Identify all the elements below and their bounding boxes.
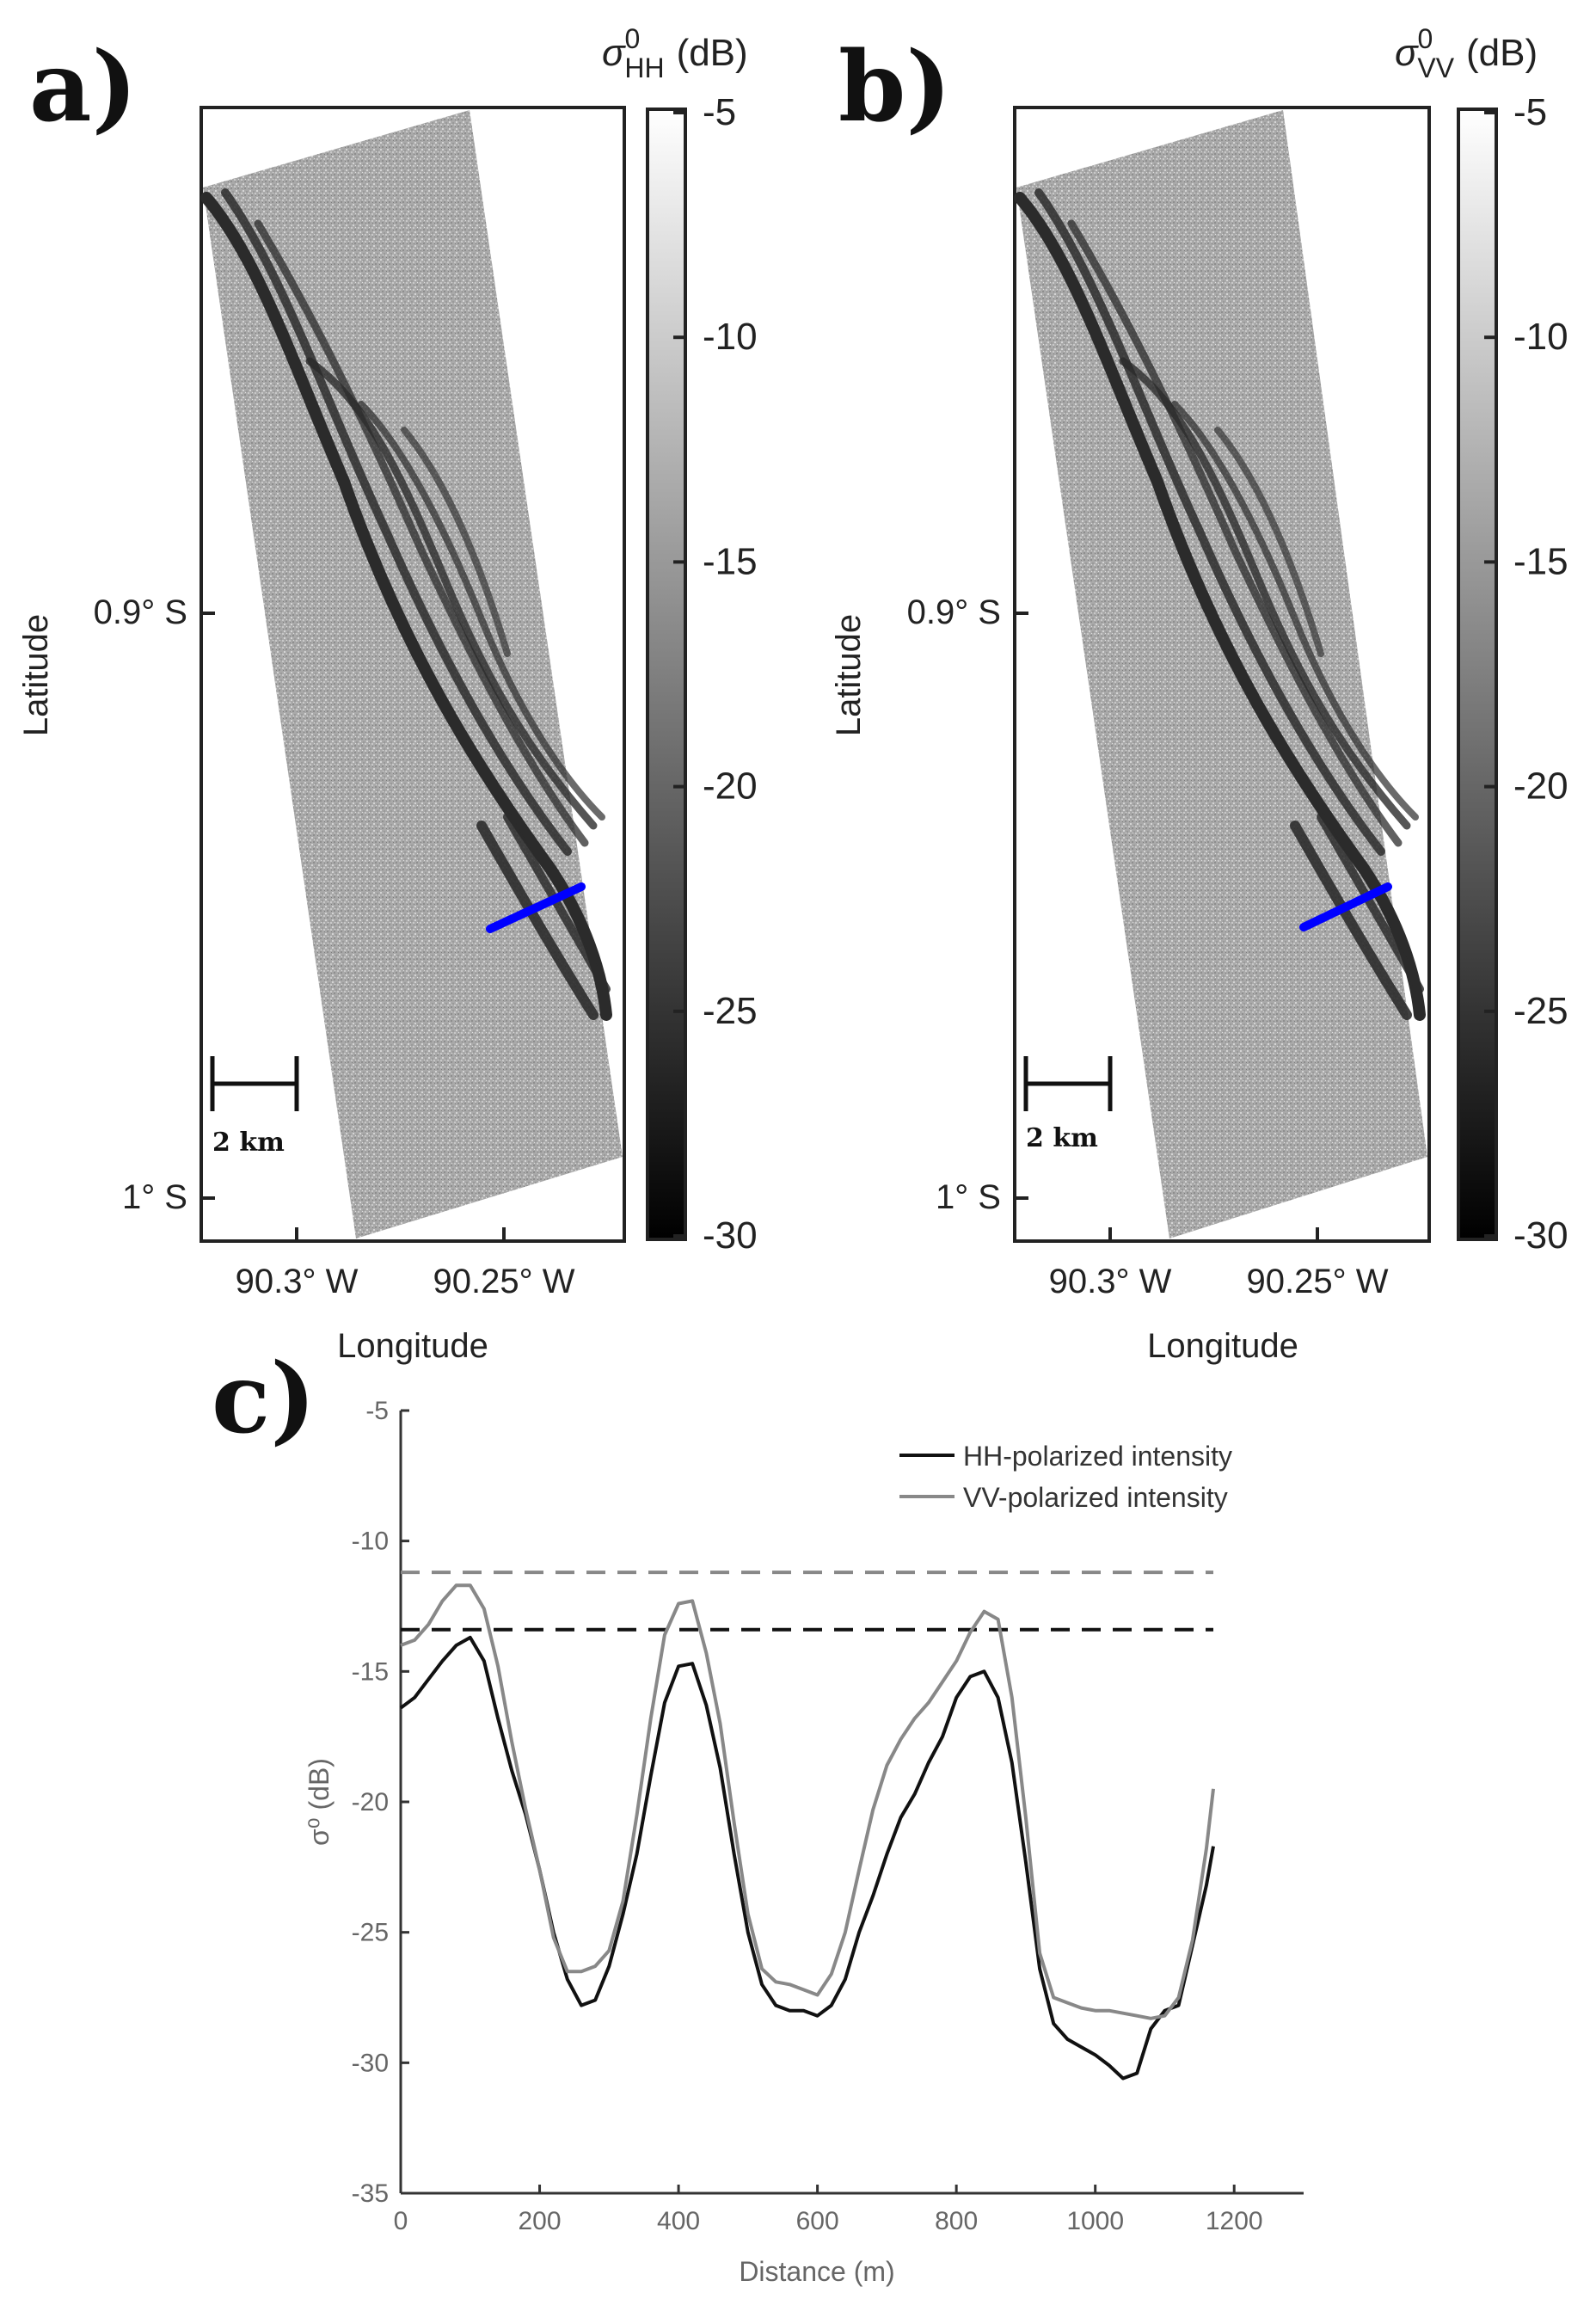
panel-b-xtick-0: 90.3° W xyxy=(1049,1263,1172,1300)
chart-series-line-vv xyxy=(400,1583,1215,2020)
panel-c-label: c) xyxy=(212,1343,316,1455)
chart-ytick-label-3: -20 xyxy=(352,1788,389,1816)
chart-series-line-hh xyxy=(399,1635,1215,2081)
chart-ticks: 0 200 400 600 800 1000 1200 -5 -10 -15 -20 -25 -30 -3… xyxy=(352,1397,1263,2235)
chart-xtick-label-2: 400 xyxy=(657,2207,700,2235)
legend-label-hh: HH-polarized intensity xyxy=(963,1441,1232,1472)
chart-xtick-label-3: 600 xyxy=(796,2207,839,2235)
panel-a-ylabel: Latitude xyxy=(17,614,55,736)
chart-ytick-label-0: -5 xyxy=(365,1397,389,1425)
chart-xtick-label-0: 0 xyxy=(394,2207,408,2235)
panel-b-xlabel: Longitude xyxy=(1147,1327,1298,1365)
panel-b-map-ticks xyxy=(1016,612,1319,1239)
panel-a-colorbar-tick-label-1: -10 xyxy=(703,316,758,358)
panel-a: a) 2 km 0.9° S 1° S xyxy=(17,23,758,1365)
panel-a-wave-bands xyxy=(200,188,612,1021)
chart-ytick-label-4: -25 xyxy=(352,1919,389,1947)
chart-legend: HH-polarized intensity VV-polarized inte… xyxy=(899,1441,1232,1513)
panel-b-xtick-1: 90.25° W xyxy=(1247,1263,1389,1300)
panel-a-scale-bar xyxy=(210,1056,299,1111)
panel-a-colorbar-tick-label-2: -15 xyxy=(703,540,758,582)
panel-a-colorbar xyxy=(646,108,687,1241)
panel-a-colorbar-tick-label-4: -25 xyxy=(703,990,758,1032)
panel-b-colorbar-ticks: -5 -10 -15 -20 -25 -30 xyxy=(1484,91,1568,1257)
panel-b: b) 2 km 0.9° S 1° S 90.3° W xyxy=(830,23,1568,1365)
chart-xtick-label-5: 1000 xyxy=(1066,2207,1124,2235)
panel-b-colorbar xyxy=(1457,108,1498,1241)
panel-a-xtick-0: 90.3° W xyxy=(236,1263,359,1300)
panel-a-transect-line xyxy=(486,882,586,933)
panel-b-colorbar-tick-label-5: -30 xyxy=(1513,1214,1568,1257)
chart-ytick-label-1: -10 xyxy=(352,1528,389,1556)
panel-b-colorbar-tick-label-2: -15 xyxy=(1513,540,1568,582)
panel-b-wave-bands xyxy=(1014,188,1426,1021)
panel-a-colorbar-tick-label-5: -30 xyxy=(703,1214,758,1257)
panel-b-scale-bar xyxy=(1023,1056,1113,1111)
panel-c: c) 0 200 400 600 800 1000 1200 -5 -10 -15 -20 -25 -3… xyxy=(212,1343,1304,2287)
panel-b-ytick-0: 0.9° S xyxy=(907,593,1001,631)
chart-series xyxy=(399,1583,1215,2081)
panel-a-colorbar-ticks: -5 -10 -15 -20 -25 -30 xyxy=(673,91,758,1257)
panel-b-colorbar-tick-label-1: -10 xyxy=(1513,316,1568,358)
panel-a-colorbar-tick-label-0: -5 xyxy=(703,91,736,133)
panel-b-ytick-1: 1° S xyxy=(936,1178,1001,1216)
panel-a-scale-bar-label: 2 km xyxy=(212,1128,285,1158)
chart-ytick-label-5: -30 xyxy=(352,2049,389,2077)
chart-xtick-label-1: 200 xyxy=(519,2207,562,2235)
panel-a-xlabel: Longitude xyxy=(337,1327,488,1365)
panel-b-ylabel: Latitude xyxy=(830,614,868,736)
chart-xlabel: Distance (m) xyxy=(739,2256,894,2287)
chart-xtick-label-4: 800 xyxy=(935,2207,978,2235)
chart-reference-lines xyxy=(401,1571,1213,1632)
panel-b-colorbar-tick-label-3: -20 xyxy=(1513,765,1568,808)
panel-a-xtick-1: 90.25° W xyxy=(433,1263,575,1300)
panel-b-label: b) xyxy=(838,31,951,144)
panel-b-transect-line xyxy=(1299,882,1392,931)
chart-xtick-label-6: 1200 xyxy=(1206,2207,1263,2235)
panel-a-ytick-1: 1° S xyxy=(122,1178,187,1216)
chart-ytick-label-2: -15 xyxy=(352,1657,389,1686)
panel-a-map-ticks xyxy=(203,612,506,1239)
chart-ytick-label-6: -35 xyxy=(352,2179,389,2208)
chart-ylabel: σ⁰ (dB) xyxy=(304,1758,335,1846)
panel-b-scale-bar-label: 2 km xyxy=(1026,1123,1098,1153)
panel-a-ytick-0: 0.9° S xyxy=(94,593,187,631)
panel-b-colorbar-tick-label-4: -25 xyxy=(1513,990,1568,1032)
panel-b-colorbar-tick-label-0: -5 xyxy=(1513,91,1547,133)
panel-a-colorbar-tick-label-3: -20 xyxy=(703,765,758,808)
panel-a-label: a) xyxy=(29,31,138,144)
legend-label-vv: VV-polarized intensity xyxy=(963,1482,1228,1513)
